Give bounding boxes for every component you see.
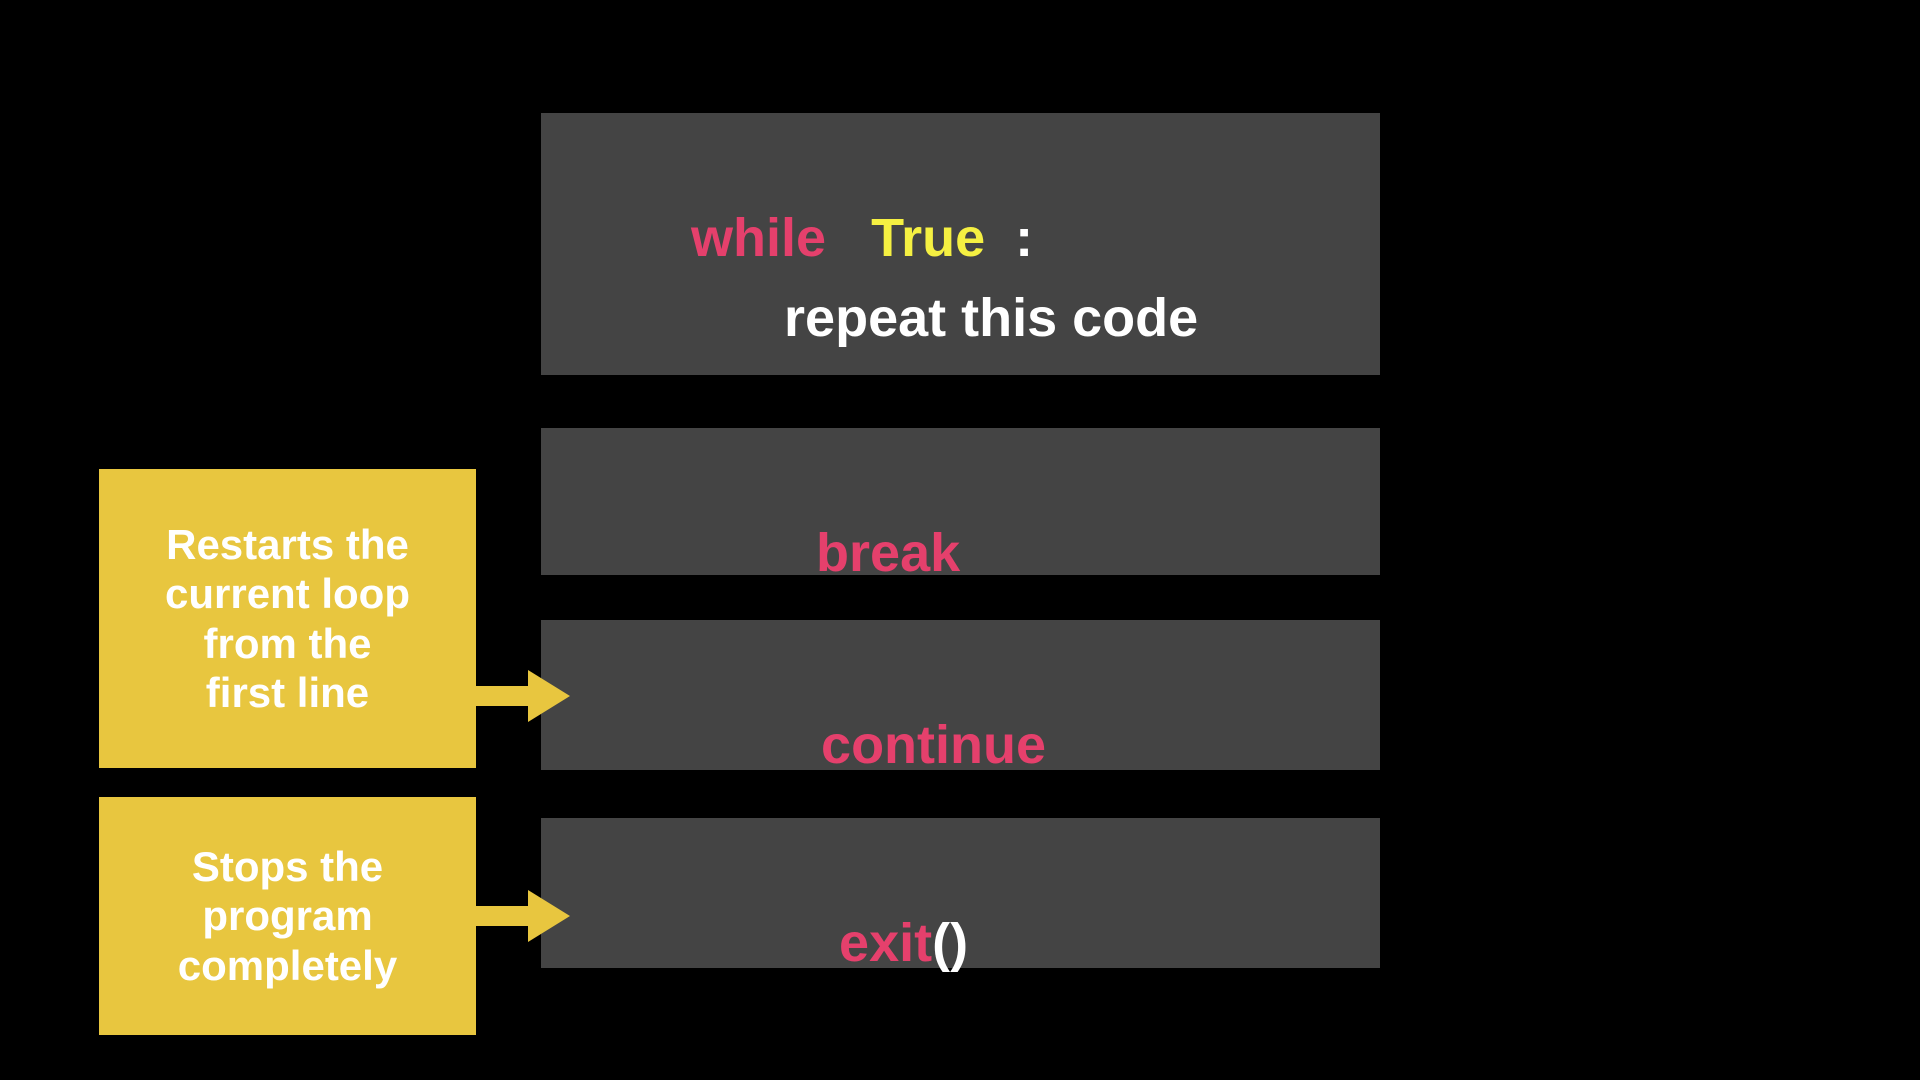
token-parentheses: ()	[932, 913, 969, 973]
code-block-exit: exit()	[541, 818, 1380, 970]
code-line-exit: exit()	[749, 862, 968, 1024]
callout-continue-description: Restarts the current loop from the first…	[99, 469, 476, 768]
token-loop-body-text: repeat this code	[784, 288, 1199, 348]
token-colon: :	[1015, 208, 1034, 268]
token-keyword-continue: continue	[821, 715, 1047, 775]
code-block-continue: continue	[541, 620, 1380, 772]
code-block-while-loop: while True : repeat this code	[541, 113, 1380, 375]
code-line-continue: continue	[731, 664, 1046, 826]
token-keyword-exit: exit	[839, 913, 933, 973]
token-keyword-while: while	[691, 208, 827, 268]
callout-exit-description: Stops the program completely	[99, 797, 476, 1035]
code-line-while-true: while True :	[601, 157, 1033, 319]
token-keyword-break: break	[816, 523, 961, 583]
code-line-loop-body: repeat this code	[694, 237, 1198, 399]
callout-exit-text: Stops the program completely	[177, 843, 398, 989]
arrow-right-icon-to-continue	[476, 670, 570, 722]
code-line-break: break	[726, 472, 960, 634]
callout-continue-text: Restarts the current loop from the first…	[164, 521, 410, 716]
arrow-right-icon-to-exit	[476, 890, 570, 942]
code-block-break: break	[541, 428, 1380, 580]
token-builtin-true: True	[871, 208, 986, 268]
